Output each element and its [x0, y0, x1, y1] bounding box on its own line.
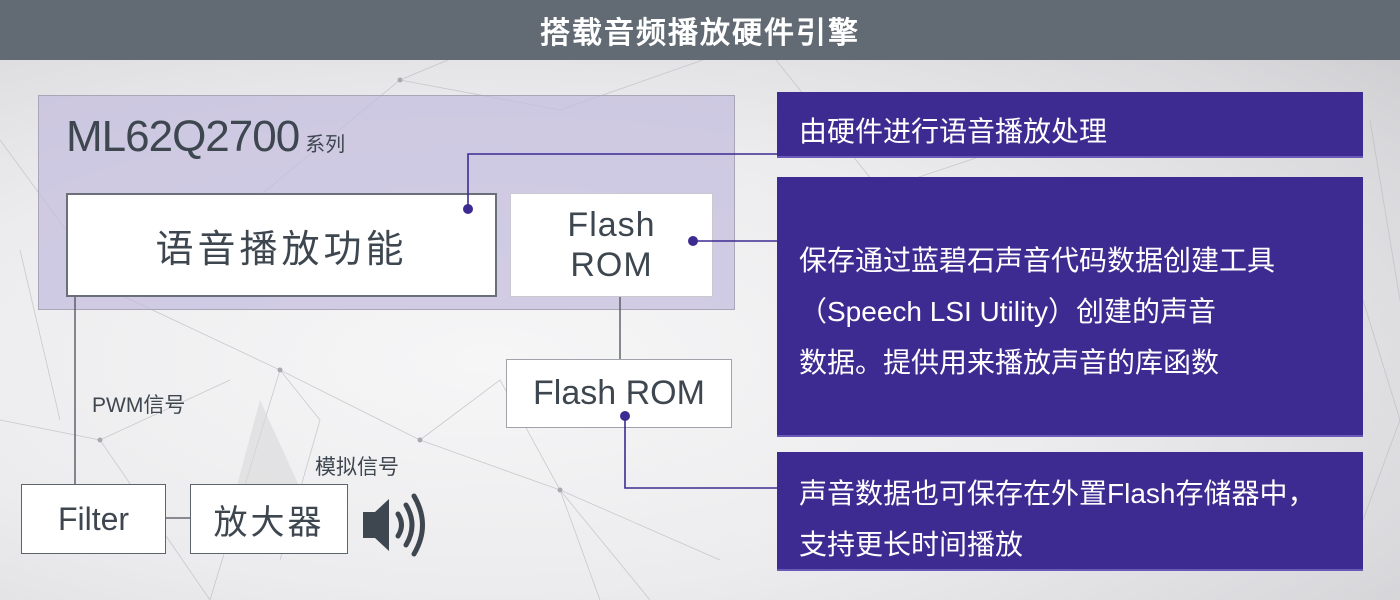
- voice-playback-label: 语音播放功能: [155, 228, 408, 271]
- internal-flash-rom-block: Flash ROM: [510, 193, 713, 297]
- voice-playback-block: 语音播放功能: [66, 193, 497, 297]
- internal-flash-label-line2: ROM: [570, 246, 653, 284]
- header-bar: 搭载音频播放硬件引擎: [0, 0, 1400, 60]
- callout-3-line-1: 声音数据也可保存在外置Flash存储器中，: [799, 478, 1316, 509]
- filter-label: Filter: [57, 500, 130, 537]
- external-flash-rom-block: Flash ROM: [506, 359, 732, 428]
- speaker-volume-icon: [363, 493, 425, 557]
- page-title: 搭载音频播放硬件引擎: [540, 17, 860, 50]
- filter-block: Filter: [21, 484, 166, 554]
- pwm-signal-label: PWM信号: [92, 394, 186, 417]
- callout-3-line-2: 支持更长时间播放: [799, 529, 1024, 560]
- callout-2-line-1: 保存通过蓝碧石声音代码数据创建工具: [799, 245, 1276, 276]
- callout-2-line-3: 数据。提供用来播放声音的库函数: [799, 347, 1220, 378]
- callout-1-line: 由硬件进行语音播放处理: [799, 116, 1108, 147]
- internal-flash-label-line1: Flash: [567, 206, 656, 244]
- amplifier-label: 放大器: [213, 503, 325, 542]
- chip-title: ML62Q2700 系列: [66, 112, 345, 162]
- external-flash-label: Flash ROM: [533, 374, 705, 412]
- callout-hardware-playback: 由硬件进行语音播放处理: [777, 92, 1363, 158]
- callout-external-flash: 声音数据也可保存在外置Flash存储器中， 支持更长时间播放: [777, 452, 1363, 571]
- amplifier-block: 放大器: [190, 484, 348, 554]
- analog-signal-label: 模拟信号: [315, 456, 399, 479]
- callout-2-line-2: （Speech LSI Utility）创建的声音: [799, 296, 1216, 327]
- callout-internal-flash: 保存通过蓝碧石声音代码数据创建工具 （Speech LSI Utility）创建…: [777, 177, 1363, 437]
- chip-model: ML62Q2700: [66, 112, 300, 161]
- chip-series-suffix: 系列: [305, 134, 346, 156]
